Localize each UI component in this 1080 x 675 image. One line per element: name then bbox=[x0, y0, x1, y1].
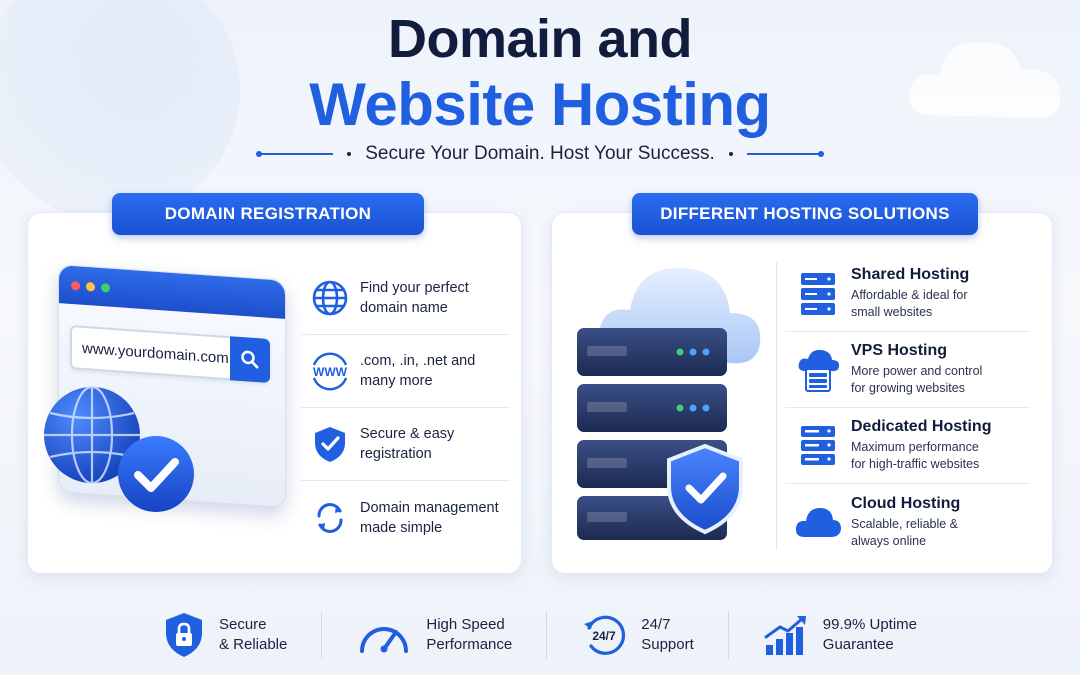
feature-line1: .com, .in, .net and bbox=[360, 353, 476, 369]
benefit-item: Secure & Reliable bbox=[129, 611, 321, 659]
feature-line1: Secure & easy bbox=[360, 426, 455, 442]
verified-check-icon bbox=[118, 436, 194, 512]
subtitle-line-left bbox=[256, 151, 334, 157]
plan-desc-line2: always online bbox=[851, 533, 927, 548]
plan-name: VPS Hosting bbox=[851, 342, 948, 359]
plan-name: Cloud Hosting bbox=[851, 494, 961, 512]
benefit-line1: High Speed bbox=[426, 616, 505, 633]
growth-chart-icon bbox=[764, 616, 806, 655]
plan-name: Dedicated Hosting bbox=[851, 418, 992, 435]
background-globe bbox=[0, 0, 240, 220]
domain-search-box: www.yourdomain.com bbox=[70, 325, 270, 383]
plan-desc-line1: Scalable, reliable & bbox=[851, 516, 959, 531]
cloud-server-icon bbox=[798, 349, 840, 392]
list-item: Find your perfect domain name bbox=[300, 262, 510, 335]
benefit-line2: Guarantee bbox=[822, 636, 894, 653]
plan-desc-line2: small websites bbox=[851, 305, 933, 319]
benefit-line1: 24/7 bbox=[641, 616, 671, 633]
plan-desc-line2: for high-traffic websites bbox=[851, 457, 980, 471]
benefit-line2: & Reliable bbox=[218, 636, 288, 653]
plan-desc-line1: Affordable & ideal for bbox=[851, 288, 968, 302]
plan-desc-line1: Maximum performance bbox=[851, 440, 979, 454]
search-button bbox=[230, 336, 270, 383]
list-item: Domain management made simple bbox=[300, 481, 510, 554]
support-24-7-icon: 24/7 bbox=[584, 615, 626, 655]
subtitle-row: Secure Your Domain. Host Your Success. bbox=[0, 143, 1080, 165]
browser-close-dot bbox=[71, 280, 80, 291]
feature-line1: Domain management bbox=[360, 499, 499, 516]
panel-divider bbox=[776, 262, 777, 550]
globe-icon bbox=[44, 385, 140, 485]
page-subtitle: Secure Your Domain. Host Your Success. bbox=[365, 143, 715, 164]
benefit-line1: Secure bbox=[218, 616, 267, 633]
feature-line2: many more bbox=[360, 373, 433, 389]
subtitle-dot-right bbox=[728, 152, 733, 156]
hosting-solutions-badge: DIFFERENT HOSTING SOLUTIONS bbox=[632, 193, 978, 235]
globe-icon bbox=[312, 280, 348, 316]
browser-maximize-dot bbox=[101, 282, 110, 293]
benefit-line2: Performance bbox=[426, 636, 513, 653]
benefit-line2: Support bbox=[641, 636, 694, 653]
benefit-line1: 99.9% Uptime bbox=[822, 616, 917, 633]
server-rack-icon bbox=[801, 425, 835, 465]
subtitle-dot-left bbox=[347, 152, 352, 156]
server-stack-icon bbox=[801, 272, 835, 315]
svg-text:WWW: WWW bbox=[313, 365, 348, 379]
support-icon-text: 24/7 bbox=[593, 629, 617, 643]
shield-check-icon bbox=[315, 427, 345, 462]
www-icon: WWW bbox=[312, 352, 348, 391]
lock-shield-icon bbox=[165, 613, 202, 657]
plan-name: Shared Hosting bbox=[851, 266, 970, 283]
feature-line2: made simple bbox=[360, 519, 443, 536]
list-item: Secure & easy registration bbox=[300, 408, 510, 481]
subtitle-line-right bbox=[746, 151, 824, 157]
page-title-line2: Website Hosting bbox=[309, 71, 771, 138]
plan-desc-line1: More power and control bbox=[851, 364, 983, 378]
speedometer-icon bbox=[360, 627, 409, 653]
browser-minimize-dot bbox=[86, 281, 95, 292]
domain-search-text: www.yourdomain.com bbox=[82, 339, 229, 367]
feature-line2: domain name bbox=[360, 300, 448, 316]
domain-registration-badge: DOMAIN REGISTRATION bbox=[112, 193, 424, 235]
cloud-icon bbox=[795, 508, 841, 537]
feature-line1: Find your perfect bbox=[360, 280, 469, 296]
feature-line2: registration bbox=[360, 446, 432, 462]
plan-desc-line2: for growing websites bbox=[851, 381, 965, 395]
server-cloud-illustration bbox=[577, 267, 761, 540]
search-icon bbox=[241, 350, 259, 369]
page-title-line1: Domain and bbox=[387, 9, 693, 69]
list-item: WWW .com, .in, .net and many more bbox=[300, 335, 510, 408]
refresh-icon bbox=[317, 502, 343, 533]
domain-features-list: Find your perfect domain name WWW .com, .… bbox=[300, 262, 510, 554]
background-cloud-icon bbox=[909, 41, 1060, 119]
